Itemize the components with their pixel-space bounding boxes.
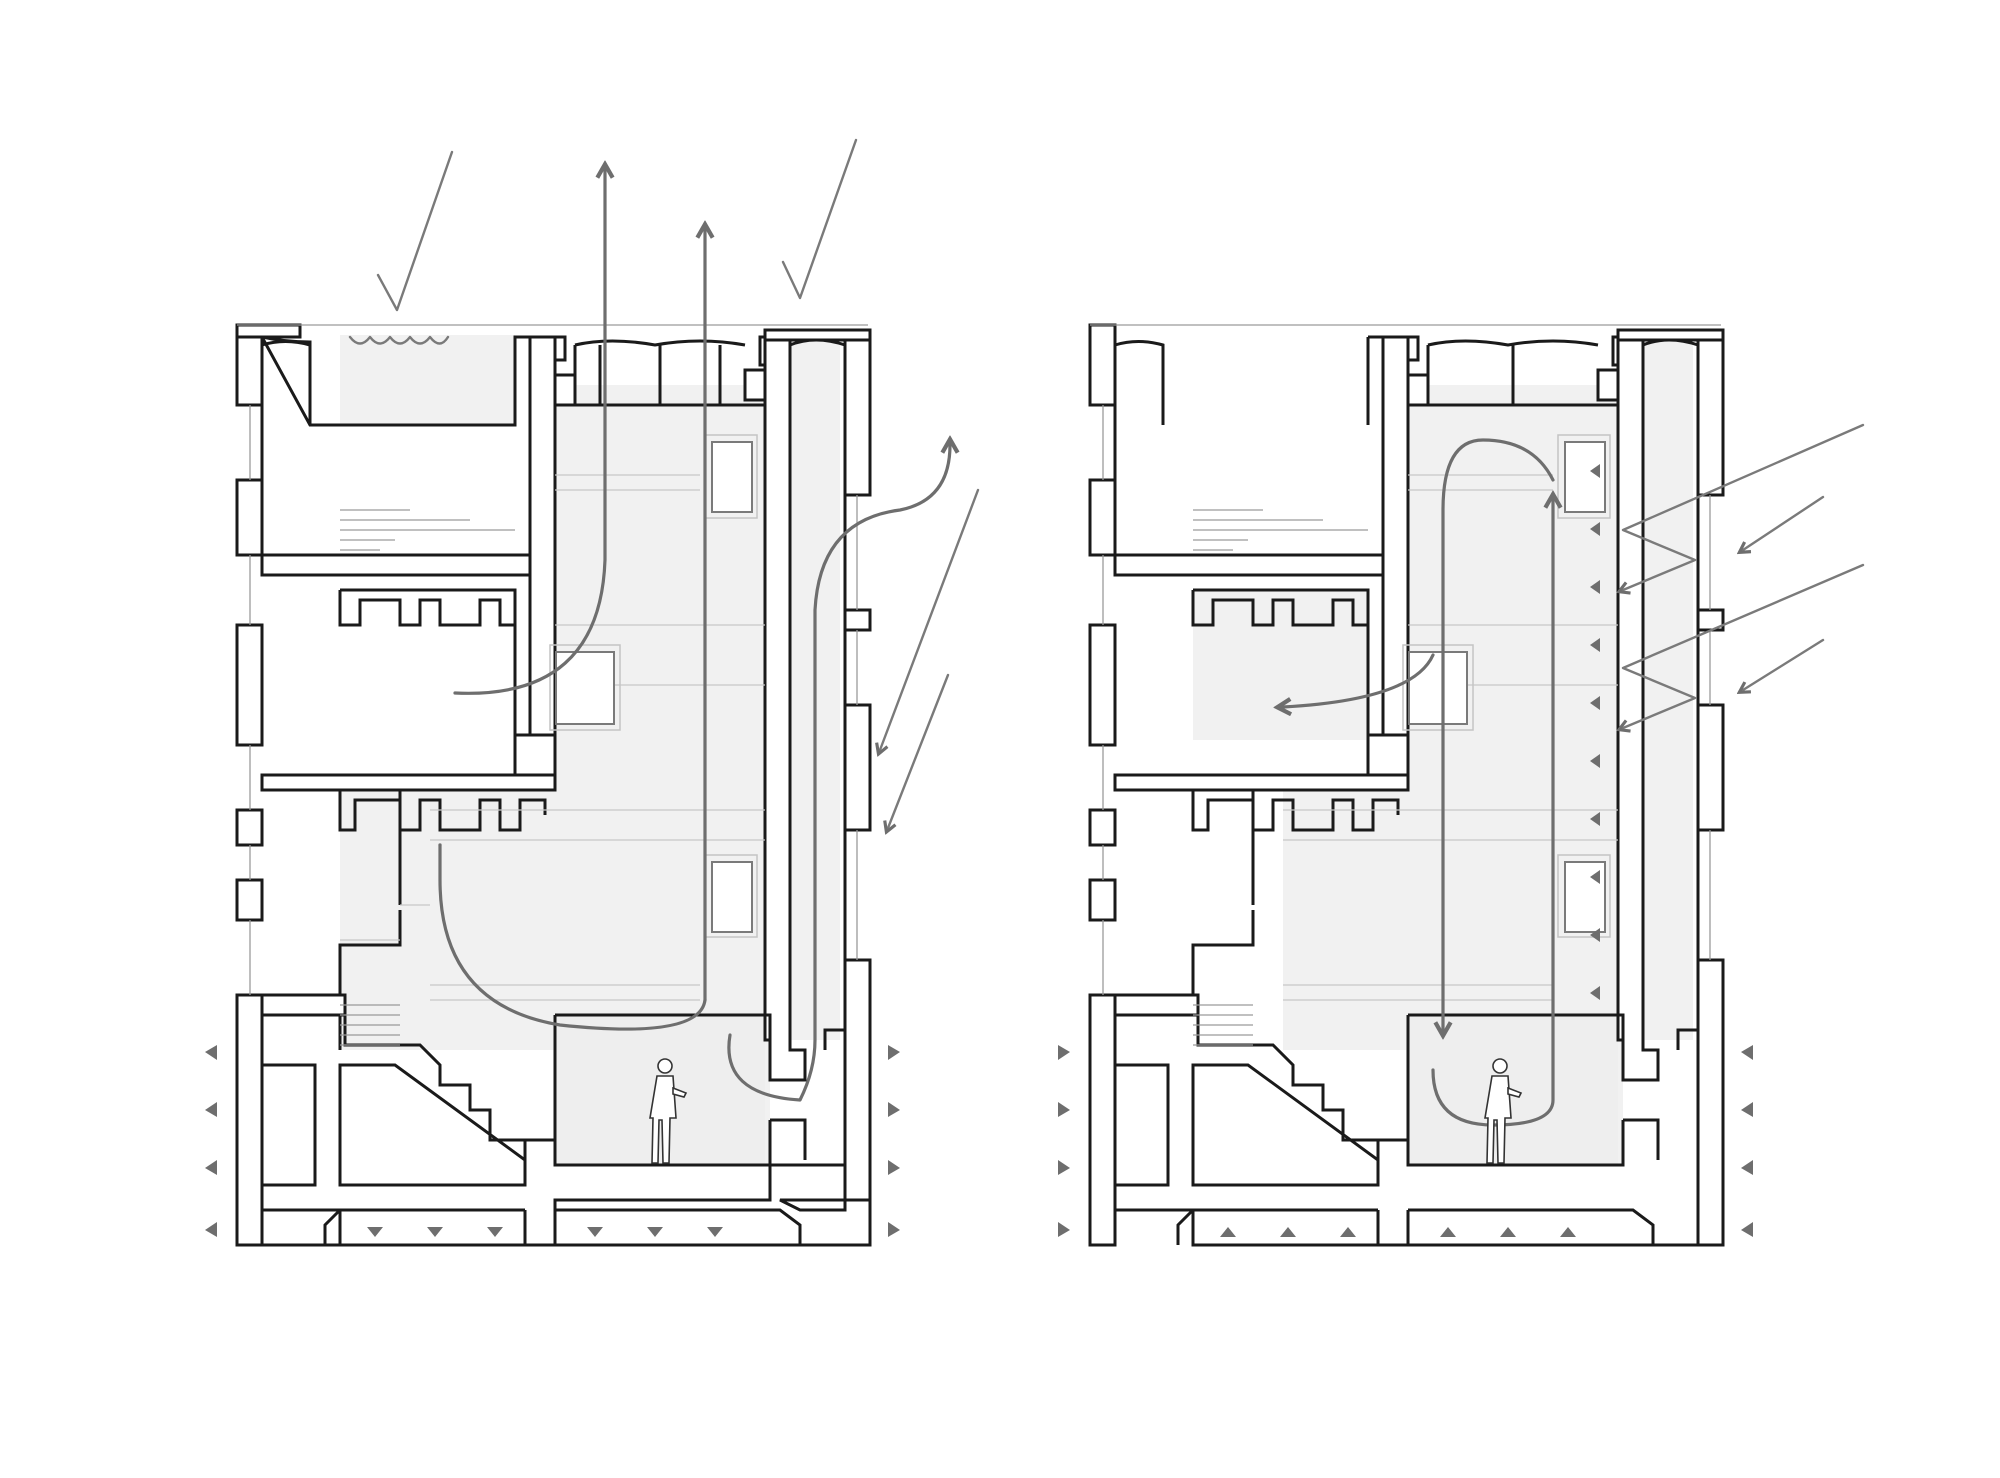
outer-walls: [1088, 323, 1725, 1247]
triangle-marker-icon: [888, 1045, 900, 1060]
triangle-marker-icon: [888, 1160, 900, 1175]
triangle-marker-icon: [1590, 580, 1600, 594]
triangle-marker-icon: [205, 1222, 217, 1237]
triangle-marker-icon: [1590, 696, 1600, 710]
triangle-marker-icon: [1058, 1102, 1070, 1117]
triangle-marker-icon: [888, 1102, 900, 1117]
triangle-marker-icon: [587, 1227, 603, 1237]
triangle-marker-icon: [1058, 1160, 1070, 1175]
airflow-arrows: [348, 138, 980, 1102]
triangle-marker-icon: [1058, 1222, 1070, 1237]
triangle-marker-icon: [707, 1227, 723, 1237]
section-left: [205, 138, 980, 1247]
shaft-markers: [1590, 464, 1600, 1000]
triangle-marker-icon: [1590, 812, 1600, 826]
triangle-marker-icon: [205, 1102, 217, 1117]
triangle-marker-icon: [1440, 1227, 1456, 1237]
triangle-marker-icon: [1741, 1102, 1753, 1117]
section-right: [1058, 323, 1865, 1247]
triangle-marker-icon: [1340, 1227, 1356, 1237]
person-silhouette-icon: [649, 1058, 688, 1164]
triangle-marker-icon: [1741, 1160, 1753, 1175]
triangle-marker-icon: [1741, 1045, 1753, 1060]
triangle-marker-icon: [1741, 1222, 1753, 1237]
triangle-marker-icon: [1590, 522, 1600, 536]
person-silhouette-icon: [1484, 1058, 1523, 1164]
triangle-marker-icon: [205, 1160, 217, 1175]
triangle-marker-icon: [888, 1222, 900, 1237]
triangle-marker-icon: [1590, 638, 1600, 652]
triangle-marker-icon: [647, 1227, 663, 1237]
triangle-marker-icon: [1560, 1227, 1576, 1237]
triangle-marker-icon: [1590, 754, 1600, 768]
triangle-marker-icon: [1590, 870, 1600, 884]
outer-walls: [235, 323, 872, 1247]
triangle-marker-icon: [205, 1045, 217, 1060]
triangle-marker-icon: [1590, 986, 1600, 1000]
triangle-marker-icon: [1590, 464, 1600, 478]
ground-markers: [1058, 1045, 1753, 1237]
triangle-marker-icon: [487, 1227, 503, 1237]
triangle-marker-icon: [1280, 1227, 1296, 1237]
triangle-marker-icon: [367, 1227, 383, 1237]
panels: [549, 434, 758, 938]
triangle-marker-icon: [1590, 928, 1600, 942]
triangle-marker-icon: [1220, 1227, 1236, 1237]
panels: [1402, 434, 1611, 938]
triangle-marker-icon: [427, 1227, 443, 1237]
triangle-marker-icon: [1058, 1045, 1070, 1060]
triangle-marker-icon: [1500, 1227, 1516, 1237]
ground-markers: [205, 1045, 900, 1237]
